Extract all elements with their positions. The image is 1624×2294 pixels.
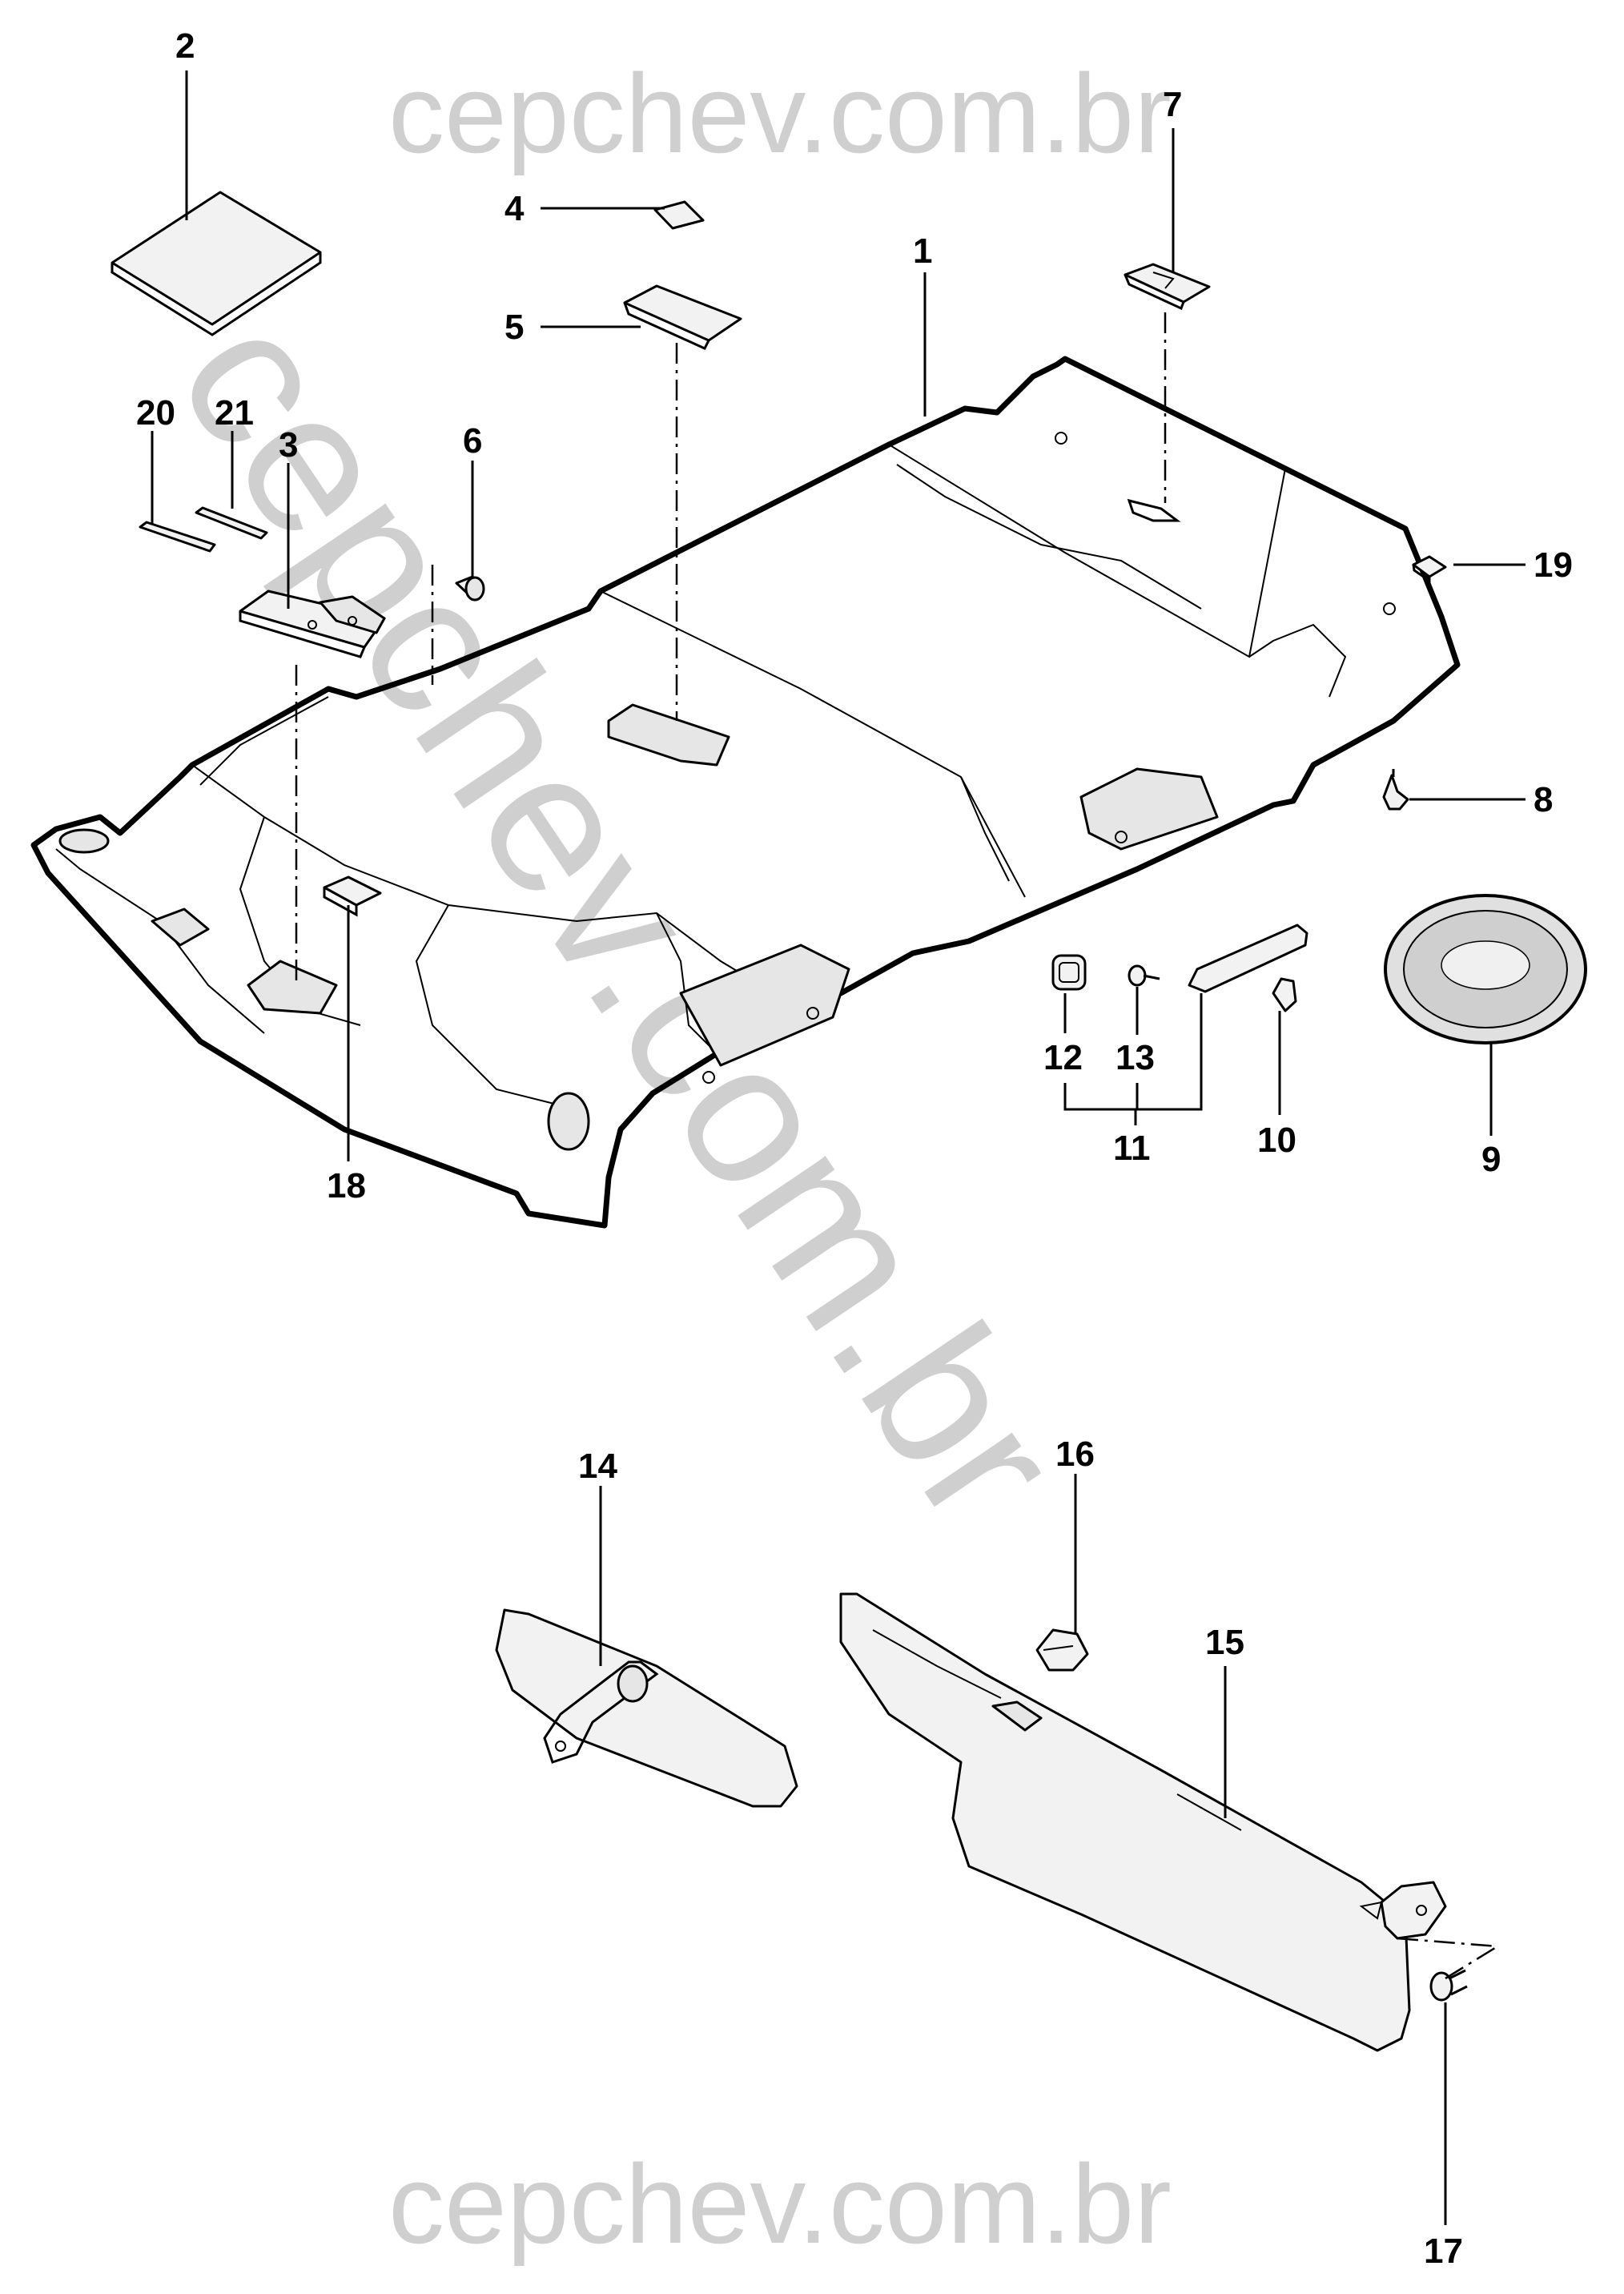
part-14-rearview-mirror: [495, 1608, 798, 1808]
callout-7: 7: [1163, 85, 1182, 124]
part-11-grab-handle: [1188, 924, 1308, 993]
part-5-cover: [623, 284, 742, 350]
part-7-lamp-bracket: [1124, 263, 1211, 311]
part-16-visor-clip: [1035, 1628, 1089, 1672]
callout-4: 4: [504, 189, 525, 228]
callout-1: 1: [913, 231, 932, 271]
callout-12: 12: [1043, 1038, 1083, 1077]
part-17-screw: [1429, 1969, 1468, 2002]
callout-18: 18: [327, 1166, 366, 1205]
part-13-screw: [1128, 964, 1160, 987]
callout-5: 5: [504, 308, 524, 347]
part-3-console-bracket: [239, 590, 386, 658]
callout-3: 3: [279, 425, 298, 465]
alignment-lines: [295, 312, 1167, 981]
part-19-block: [1412, 555, 1447, 583]
callout-11: 11: [1113, 1129, 1151, 1168]
callout-14: 14: [578, 1447, 617, 1486]
callout-17: 17: [1424, 2232, 1463, 2271]
callout-labels: 2 4 5 7 1 20 21 3 6 19 8 12 13 11 10 9 1…: [136, 26, 1573, 2271]
part-20-strip: [139, 521, 216, 553]
part-18-block: [323, 875, 382, 917]
part-4-small-pad: [653, 200, 705, 230]
callout-20: 20: [136, 393, 175, 433]
part-12-grommet: [1051, 954, 1087, 991]
watermark-bottom: cepchev.com.br: [388, 2141, 1172, 2267]
callout-13: 13: [1115, 1038, 1155, 1077]
part-10-hook: [1272, 977, 1297, 1012]
callout-10: 10: [1257, 1121, 1296, 1160]
callout-6: 6: [463, 421, 482, 461]
callout-21: 21: [215, 393, 254, 433]
watermark-top: cepchev.com.br: [388, 50, 1172, 176]
callout-2: 2: [175, 26, 195, 66]
part-9-speaker-grille: [1384, 894, 1587, 1044]
callout-8: 8: [1534, 780, 1553, 819]
headliner-panel: [30, 356, 1461, 1229]
callout-19: 19: [1534, 545, 1573, 585]
part-21-strip: [195, 506, 268, 540]
callout-15: 15: [1205, 1623, 1244, 1662]
leader-lines: [151, 70, 1526, 2225]
part-15-sun-visor: [839, 1592, 1447, 2052]
part-8-push-clip: [1382, 769, 1409, 811]
callout-9: 9: [1481, 1140, 1501, 1179]
part-6-clip: [455, 575, 485, 602]
part-2-pad: [111, 191, 322, 336]
callout-16: 16: [1055, 1435, 1095, 1474]
